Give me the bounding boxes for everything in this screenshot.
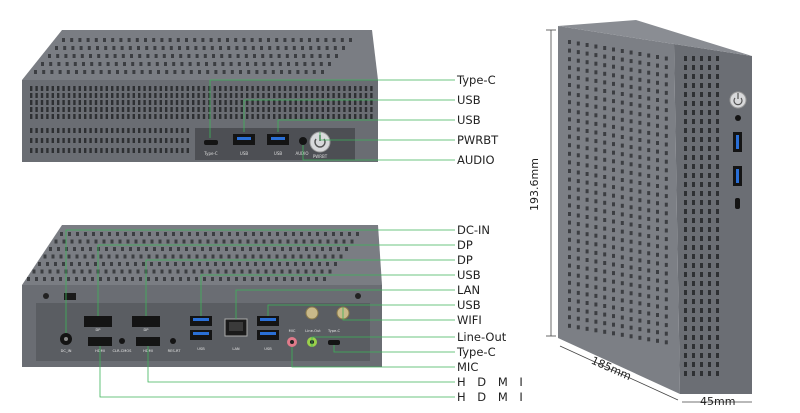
- front-usb1-text: USB: [240, 151, 248, 156]
- rear-clr-cmos-text: CLR-CMOS: [113, 349, 133, 353]
- front-audio-text: AUDIO: [295, 151, 308, 156]
- rear-dp2-text: DP: [144, 328, 150, 332]
- rear-wifi-antenna-1: [305, 306, 319, 320]
- front-callout-lines: [209, 79, 455, 161]
- tower-top-face: [558, 20, 752, 56]
- rear-usb2-text: USB: [264, 347, 272, 351]
- rear-reset-button: [170, 338, 176, 344]
- rear-typec-text: Type-C: [327, 329, 341, 333]
- tower-front-vents: [684, 56, 719, 376]
- callout-audio: AUDIO: [457, 153, 495, 167]
- callout-usb-1: USB: [457, 93, 481, 107]
- callout-typec: Type-C: [457, 73, 496, 87]
- rear-res-rt-text: RES-RT: [168, 349, 182, 353]
- callout-pwrbt: PWRBT: [457, 133, 499, 147]
- rear-dc-in-text: DC_IN: [61, 349, 72, 353]
- front-typec-text: Type-C: [203, 151, 218, 156]
- callout-dp-2: DP: [457, 253, 473, 267]
- callout-mic: MIC: [457, 360, 479, 374]
- rear-clr-cmos-button: [119, 338, 125, 344]
- callout-usb-4: USB: [457, 298, 481, 312]
- callout-dp-1: DP: [457, 238, 473, 252]
- dim-height: 193.6mm: [527, 158, 541, 211]
- callout-usb-3: USB: [457, 268, 481, 282]
- front-face-vents: [30, 86, 373, 153]
- callout-hdmi-1: H D M I: [457, 375, 527, 389]
- tower-side-vents: [568, 40, 668, 345]
- callout-typec-2: Type-C: [457, 345, 496, 359]
- dim-width: 45mm: [700, 395, 736, 408]
- front-pwrbt-text: PWRBT: [313, 154, 328, 159]
- front-audio-jack: [299, 137, 307, 145]
- dimension-lines: [546, 29, 752, 403]
- rear-dp-port-1: [84, 316, 112, 327]
- rear-mic-text: MIC: [289, 329, 296, 333]
- rear-top-vents: [27, 232, 359, 281]
- rear-dp-port-2: [132, 316, 160, 327]
- rear-lan-text: LAN: [232, 347, 240, 351]
- callout-wifi: WIFI: [457, 313, 482, 327]
- rear-typec-port: [328, 340, 340, 345]
- rear-screw-left: [43, 293, 49, 299]
- rear-kensington: [64, 293, 76, 300]
- front-usb2-text: USB: [274, 151, 282, 156]
- front-chassis-top: [22, 30, 378, 80]
- rear-hdmi-port-2: [136, 337, 160, 346]
- callout-dc-in: DC-IN: [457, 223, 491, 237]
- rear-screw-right: [355, 293, 361, 299]
- tower-audio-jack: [735, 115, 741, 121]
- rear-line-out-text: Line-Out: [305, 329, 321, 333]
- callout-usb-2: USB: [457, 113, 481, 127]
- tower-side-face: [558, 26, 680, 394]
- callout-lan: LAN: [457, 283, 481, 297]
- callout-hdmi-2: H D M I: [457, 390, 527, 404]
- rear-hdmi-port-1: [88, 337, 112, 346]
- rear-usb1-text: USB: [197, 347, 205, 351]
- tower-typec-port: [735, 198, 740, 209]
- rear-callout-lines: [65, 229, 455, 398]
- callout-line-out: Line-Out: [457, 330, 507, 344]
- front-typec-port: [204, 140, 218, 145]
- tower-power-button: [729, 91, 747, 109]
- rear-dp1-text: DP: [96, 328, 102, 332]
- front-top-vents: [34, 38, 352, 74]
